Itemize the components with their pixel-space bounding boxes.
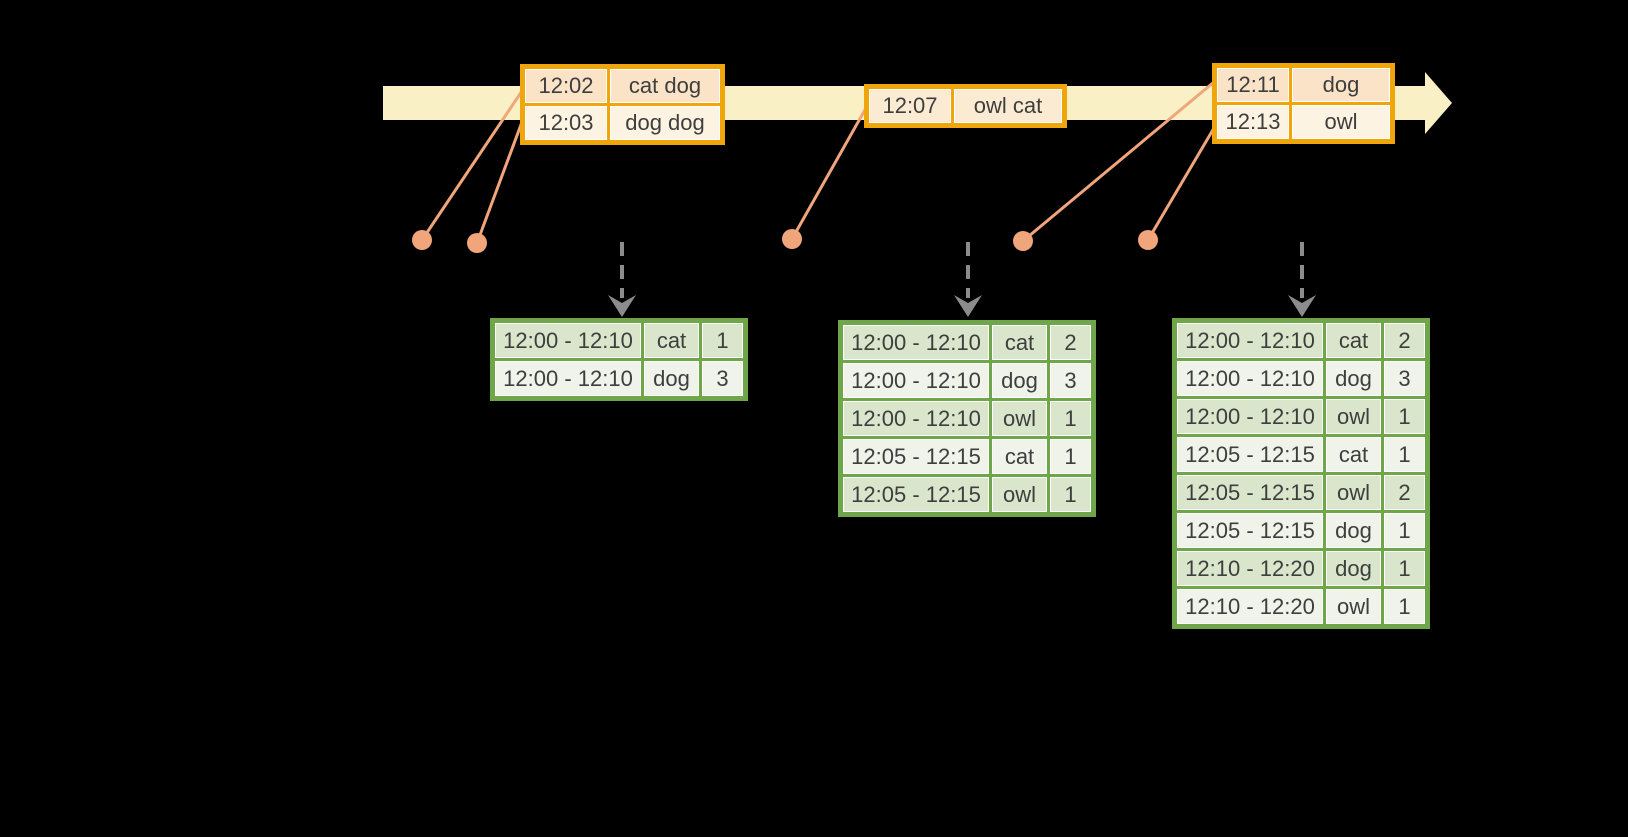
event-words-cell: owl cat [954, 89, 1062, 123]
result-row: 12:00 - 12:10 dog 3 [1177, 361, 1425, 396]
event-row: 12:02 cat dog [525, 69, 720, 103]
result-window-cell: 12:00 - 12:10 [1177, 399, 1323, 434]
event-words-cell: dog dog [610, 106, 720, 140]
result-table-2: 12:00 - 12:10 cat 2 12:00 - 12:10 dog 3 … [838, 320, 1096, 517]
result-count-cell: 2 [1384, 475, 1425, 510]
result-word-cell: cat [1326, 323, 1381, 358]
result-row: 12:00 - 12:10 cat 2 [1177, 323, 1425, 358]
result-row: 12:00 - 12:10 dog 3 [843, 363, 1091, 398]
connector-line [475, 121, 524, 244]
result-count-cell: 1 [1384, 437, 1425, 472]
event-words-cell: owl [1292, 105, 1390, 139]
event-dot [1013, 231, 1033, 251]
down-arrow-icon [954, 295, 982, 317]
event-words-cell: cat dog [610, 69, 720, 103]
event-time-cell: 12:02 [525, 69, 607, 103]
event-dots [412, 229, 1158, 253]
event-connector-lines [420, 80, 1216, 244]
result-window-cell: 12:00 - 12:10 [495, 361, 641, 396]
result-row: 12:05 - 12:15 owl 1 [843, 477, 1091, 512]
result-window-cell: 12:00 - 12:10 [843, 363, 989, 398]
result-count-cell: 1 [1384, 551, 1425, 586]
result-count-cell: 1 [1050, 477, 1091, 512]
trigger-arrows [620, 242, 1304, 298]
result-word-cell: cat [992, 439, 1047, 474]
event-time-cell: 12:03 [525, 106, 607, 140]
result-window-cell: 12:00 - 12:10 [1177, 323, 1323, 358]
result-window-cell: 12:00 - 12:10 [495, 323, 641, 358]
result-count-cell: 2 [1384, 323, 1425, 358]
event-time-cell: 12:07 [869, 89, 951, 123]
result-row: 12:00 - 12:10 cat 1 [495, 323, 743, 358]
result-row: 12:00 - 12:10 dog 3 [495, 361, 743, 396]
result-word-cell: dog [644, 361, 699, 396]
result-word-cell: cat [1326, 437, 1381, 472]
result-word-cell: owl [1326, 475, 1381, 510]
down-arrow-icon [608, 295, 636, 317]
event-table-1: 12:02 cat dog 12:03 dog dog [520, 64, 725, 145]
result-count-cell: 3 [1384, 361, 1425, 396]
result-word-cell: cat [644, 323, 699, 358]
event-time-cell: 12:13 [1217, 105, 1289, 139]
result-row: 12:00 - 12:10 cat 2 [843, 325, 1091, 360]
result-count-cell: 2 [1050, 325, 1091, 360]
event-row: 12:03 dog dog [525, 106, 720, 140]
result-count-cell: 1 [702, 323, 743, 358]
event-dot [467, 233, 487, 253]
result-table-1: 12:00 - 12:10 cat 1 12:00 - 12:10 dog 3 [490, 318, 748, 401]
result-count-cell: 1 [1384, 513, 1425, 548]
result-word-cell: dog [1326, 513, 1381, 548]
event-dot [412, 230, 432, 250]
result-count-cell: 1 [1384, 589, 1425, 624]
event-row: 12:11 dog [1217, 68, 1390, 102]
result-word-cell: dog [1326, 551, 1381, 586]
result-word-cell: cat [992, 325, 1047, 360]
result-count-cell: 1 [1384, 399, 1425, 434]
result-row: 12:10 - 12:20 dog 1 [1177, 551, 1425, 586]
event-row: 12:07 owl cat [869, 89, 1062, 123]
result-window-cell: 12:05 - 12:15 [1177, 513, 1323, 548]
event-dot [1138, 230, 1158, 250]
result-row: 12:10 - 12:20 owl 1 [1177, 589, 1425, 624]
result-count-cell: 1 [1050, 401, 1091, 436]
connector-line [1146, 127, 1216, 241]
result-window-cell: 12:00 - 12:10 [843, 325, 989, 360]
connector-line [420, 87, 526, 241]
result-row: 12:05 - 12:15 cat 1 [843, 439, 1091, 474]
result-word-cell: owl [1326, 589, 1381, 624]
event-dot [782, 229, 802, 249]
result-count-cell: 3 [1050, 363, 1091, 398]
event-words-cell: dog [1292, 68, 1390, 102]
result-window-cell: 12:10 - 12:20 [1177, 589, 1323, 624]
result-window-cell: 12:05 - 12:15 [843, 439, 989, 474]
connector-line [1022, 80, 1215, 243]
result-word-cell: owl [992, 401, 1047, 436]
result-row: 12:00 - 12:10 owl 1 [1177, 399, 1425, 434]
result-window-cell: 12:00 - 12:10 [1177, 361, 1323, 396]
result-word-cell: dog [992, 363, 1047, 398]
result-table-3: 12:00 - 12:10 cat 2 12:00 - 12:10 dog 3 … [1172, 318, 1430, 629]
event-row: 12:13 owl [1217, 105, 1390, 139]
event-table-3: 12:11 dog 12:13 owl [1212, 63, 1395, 144]
result-window-cell: 12:05 - 12:15 [843, 477, 989, 512]
result-word-cell: owl [992, 477, 1047, 512]
result-word-cell: owl [1326, 399, 1381, 434]
event-table-2: 12:07 owl cat [864, 84, 1067, 128]
result-count-cell: 1 [1050, 439, 1091, 474]
result-window-cell: 12:10 - 12:20 [1177, 551, 1323, 586]
result-count-cell: 3 [702, 361, 743, 396]
trigger-arrowheads [608, 295, 1316, 317]
result-window-cell: 12:05 - 12:15 [1177, 475, 1323, 510]
result-window-cell: 12:05 - 12:15 [1177, 437, 1323, 472]
timeline-arrowhead-icon [1425, 72, 1452, 134]
down-arrow-icon [1288, 295, 1316, 317]
result-word-cell: dog [1326, 361, 1381, 396]
result-row: 12:05 - 12:15 dog 1 [1177, 513, 1425, 548]
connector-line [790, 107, 868, 240]
result-row: 12:05 - 12:15 owl 2 [1177, 475, 1425, 510]
result-row: 12:00 - 12:10 owl 1 [843, 401, 1091, 436]
result-window-cell: 12:00 - 12:10 [843, 401, 989, 436]
result-row: 12:05 - 12:15 cat 1 [1177, 437, 1425, 472]
event-time-cell: 12:11 [1217, 68, 1289, 102]
